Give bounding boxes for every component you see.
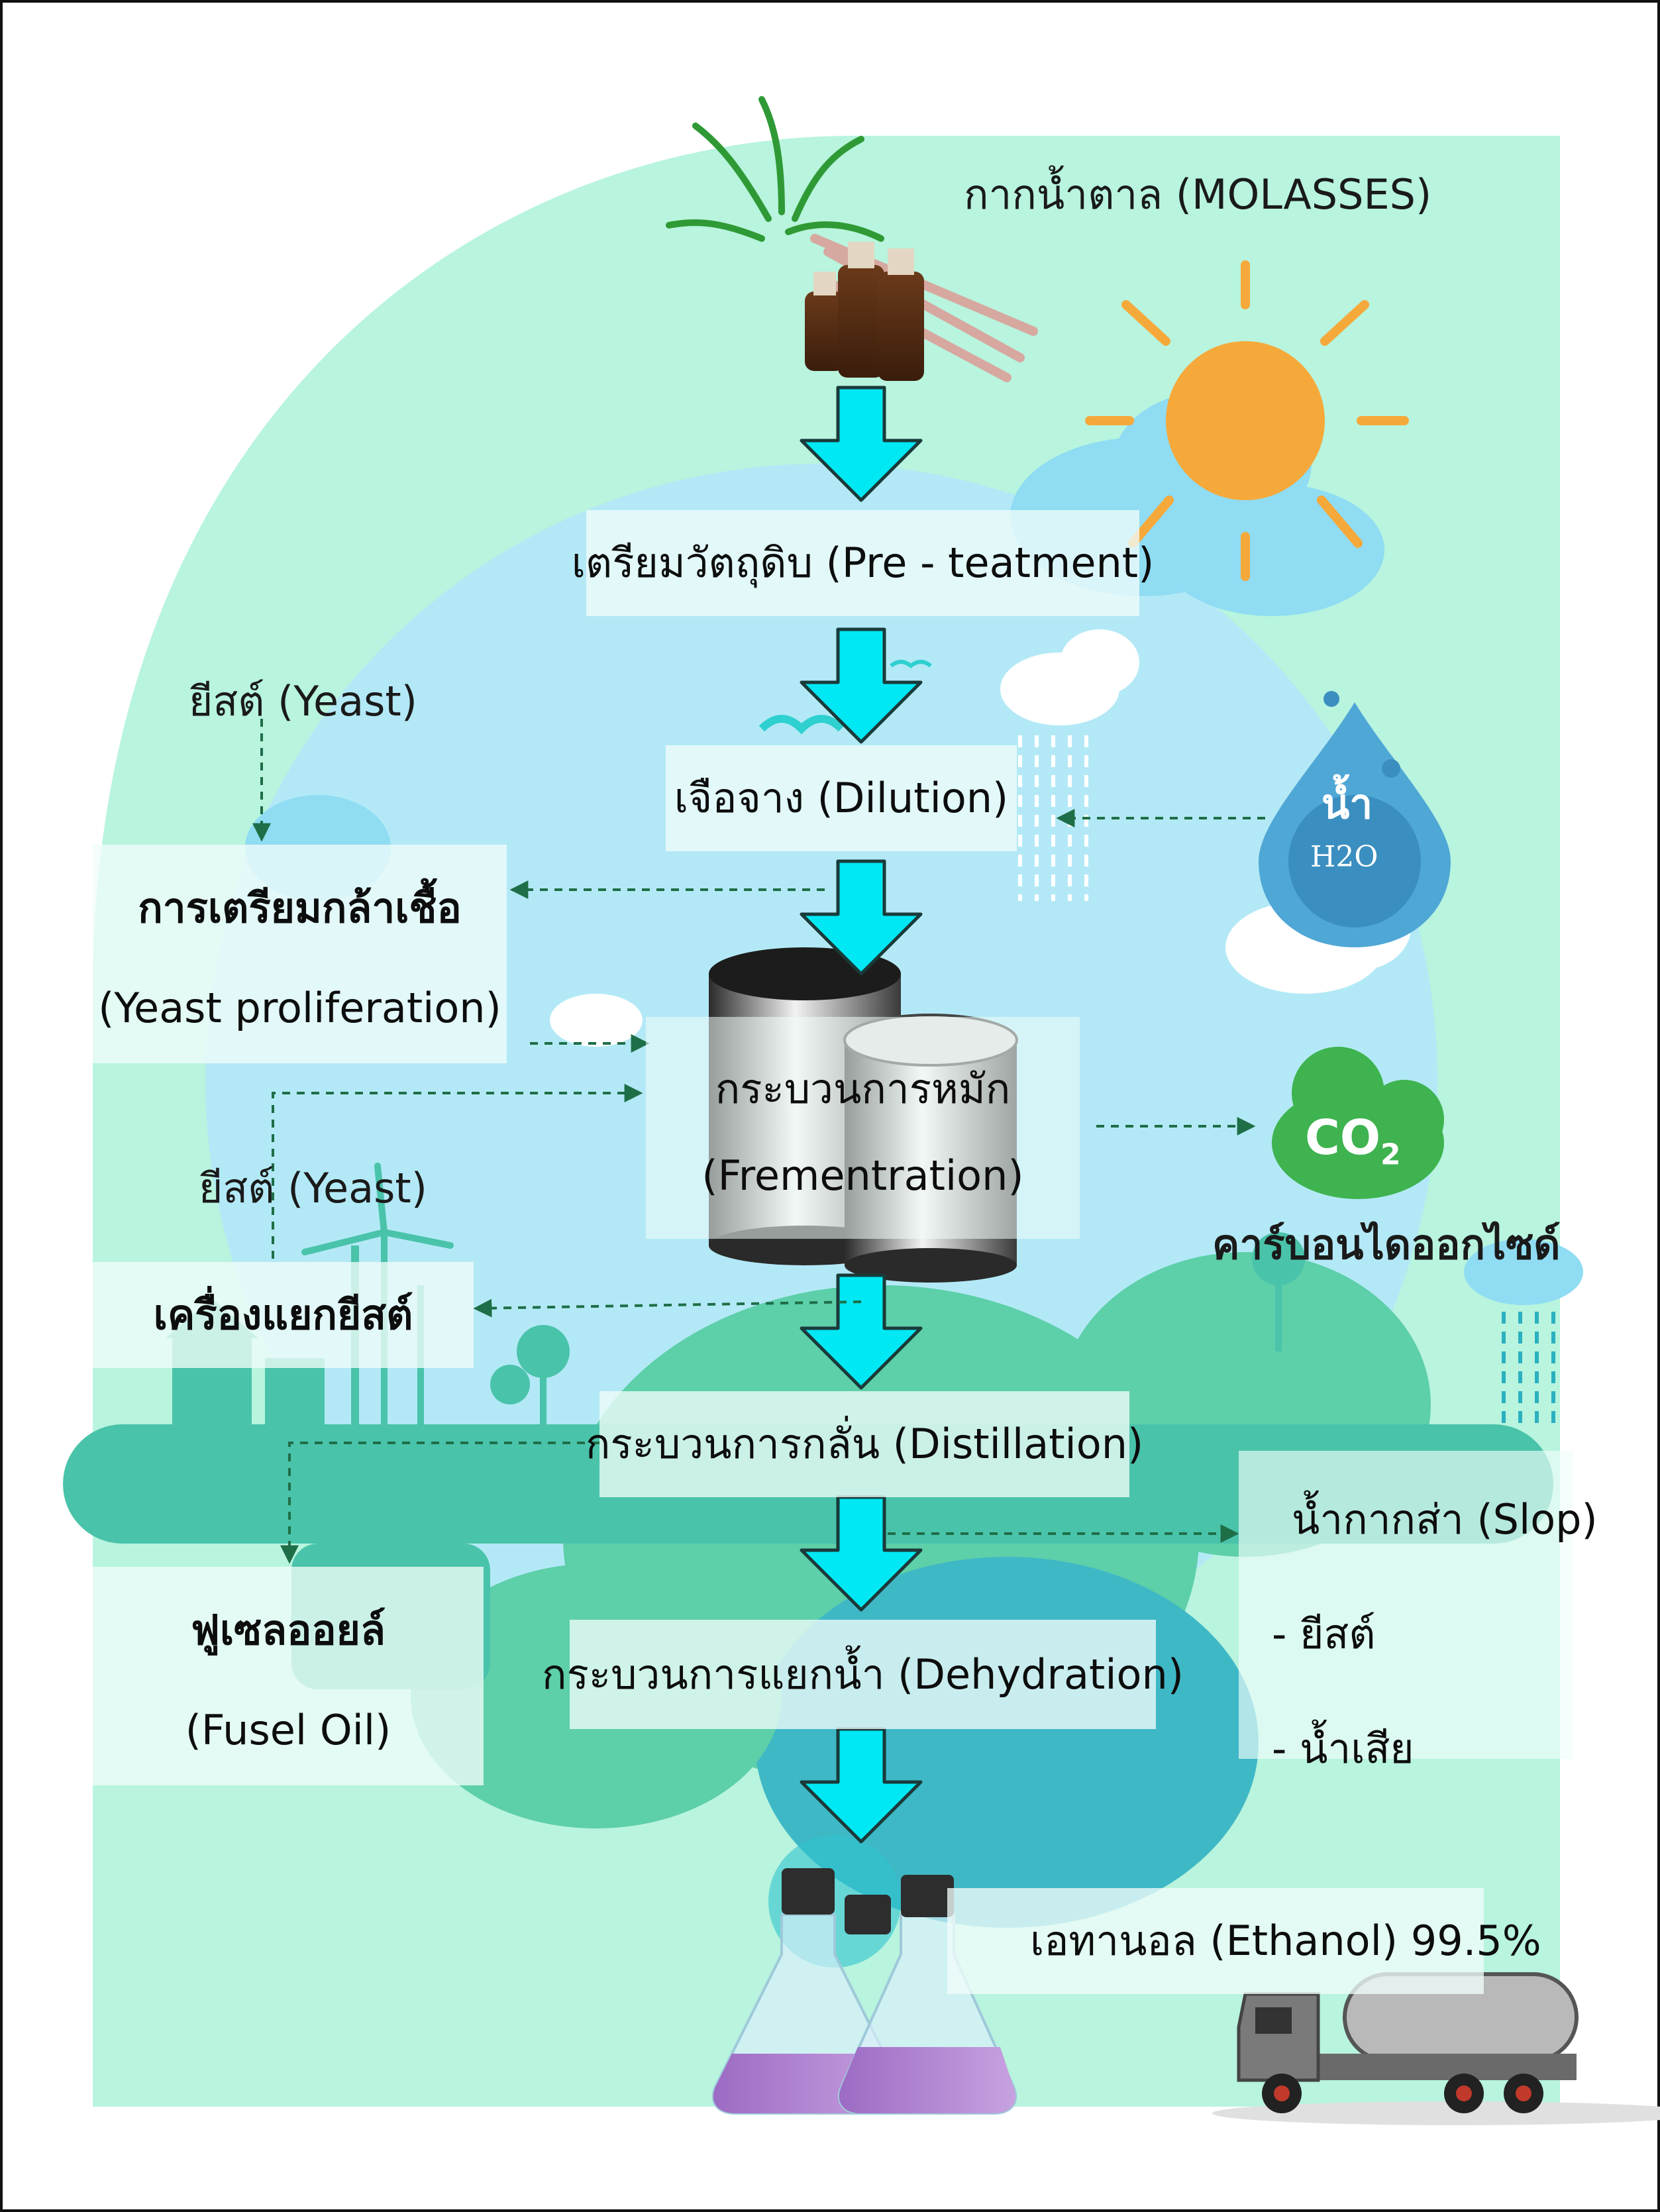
yeast-separator-label: เครื่องแยกยีสต์ bbox=[153, 1290, 413, 1339]
ethanol-output-label: เอทานอล (Ethanol) 99.5% bbox=[1030, 1917, 1541, 1965]
co2-symbol: CO2 bbox=[1305, 1110, 1401, 1171]
fusel-oil-label-th: ฟูเซลออยล์ bbox=[191, 1606, 386, 1654]
arrow-3 bbox=[800, 859, 923, 976]
co2-symbol-text: CO bbox=[1305, 1110, 1381, 1165]
yeast-proliferation-label-th: การเตรียมกล้าเชื้อ bbox=[138, 884, 462, 932]
slop-title: น้ำกากส่า (Slop) bbox=[1292, 1495, 1598, 1544]
fusel-oil-label-en: (Fusel Oil) bbox=[185, 1706, 391, 1754]
step-fermentation-label-th: กระบวนการหมัก bbox=[715, 1064, 1011, 1113]
arrow-6 bbox=[800, 1727, 923, 1844]
step-pretreatment-label: เตรียมวัตถุดิบ (Pre - teatment) bbox=[571, 539, 1155, 587]
ethanol-flasks-icon bbox=[711, 1835, 1017, 2115]
step-dilution: เจือจาง (Dilution) bbox=[666, 745, 1017, 851]
molasses-icon bbox=[666, 96, 1038, 382]
water-formula: H2O bbox=[1310, 840, 1378, 874]
slop-item-wastewater: - น้ำเสีย bbox=[1272, 1724, 1414, 1773]
arrow-4 bbox=[800, 1273, 923, 1390]
arrow-1 bbox=[800, 386, 923, 502]
slop-box: น้ำกากส่า (Slop) - ยีสต์ - น้ำเสีย bbox=[1239, 1451, 1598, 1773]
step-dehydration-label: กระบวนการแยกน้ำ (Dehydration) bbox=[542, 1650, 1184, 1699]
yeast-separator-box: เครื่องแยกยีสต์ bbox=[93, 1262, 474, 1368]
arrow-5 bbox=[800, 1495, 923, 1612]
co2-subscript: 2 bbox=[1380, 1137, 1401, 1172]
water-drop-icon bbox=[1259, 691, 1451, 947]
dashed-connectors bbox=[252, 719, 1265, 1564]
step-pretreatment: เตรียมวัตถุดิบ (Pre - teatment) bbox=[572, 510, 1154, 616]
step-distillation: กระบวนการกลั่น (Distillation) bbox=[586, 1391, 1143, 1497]
yeast-proliferation-box: การเตรียมกล้าเชื้อ (Yeast proliferation) bbox=[93, 845, 507, 1063]
ethanol-output: เอทานอล (Ethanol) 99.5% bbox=[947, 1888, 1541, 1994]
step-distillation-label: กระบวนการกลั่น (Distillation) bbox=[585, 1420, 1144, 1468]
step-dehydration: กระบวนการแยกน้ำ (Dehydration) bbox=[542, 1620, 1184, 1729]
fusel-oil-box: ฟูเซลออยล์ (Fusel Oil) bbox=[93, 1567, 484, 1785]
molasses-label: กากน้ำตาล (MOLASSES) bbox=[964, 170, 1432, 219]
yeast-mid-label: ยีสต์ (Yeast) bbox=[199, 1164, 427, 1212]
water-label: น้ำ bbox=[1322, 780, 1373, 828]
yeast-top-label: ยีสต์ (Yeast) bbox=[189, 677, 417, 725]
slop-item-yeast: - ยีสต์ bbox=[1272, 1610, 1376, 1658]
step-fermentation-label-en: (Frementration) bbox=[701, 1151, 1024, 1200]
step-dilution-label: เจือจาง (Dilution) bbox=[674, 774, 1009, 822]
tanker-truck-icon bbox=[1212, 1972, 1660, 2125]
yeast-proliferation-label-en: (Yeast proliferation) bbox=[98, 984, 501, 1032]
flow-arrows bbox=[800, 386, 923, 1844]
step-fermentation: กระบวนการหมัก (Frementration) bbox=[646, 1017, 1080, 1239]
arrow-2 bbox=[800, 627, 923, 744]
co2-label: คาร์บอนไดออกไซด์ bbox=[1212, 1220, 1561, 1269]
co2-cloud-icon bbox=[1272, 1047, 1444, 1199]
